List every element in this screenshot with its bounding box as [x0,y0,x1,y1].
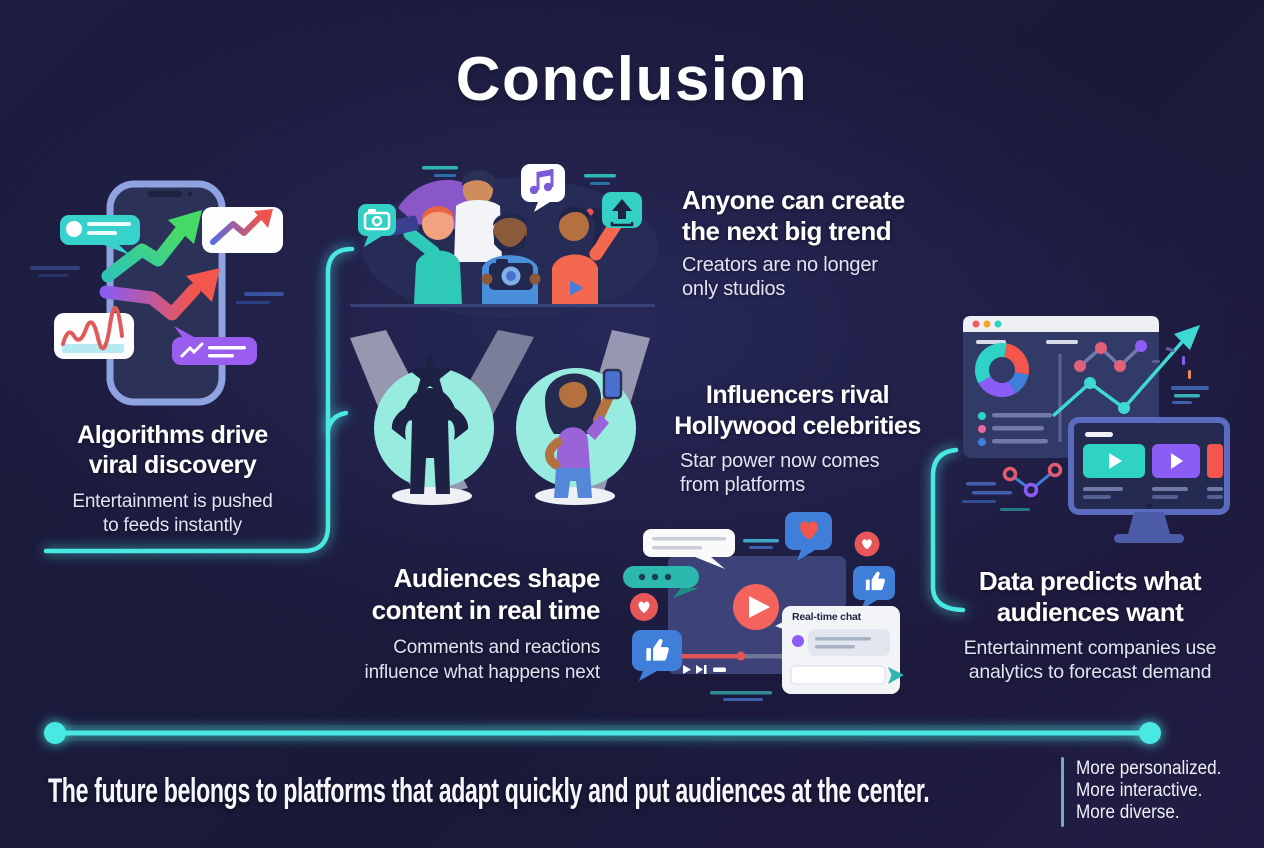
footer-bullet-1: More personalized. [1076,758,1222,779]
donut-chart [974,343,1029,397]
influencers-heading: Influencers rival Hollywood celebrities [674,381,921,440]
play-control-icon [683,665,691,674]
send-icon [888,667,904,684]
play-icon [749,596,770,618]
page-title: Conclusion [455,45,809,114]
section-algorithms: Algorithms drive viral discovery Enterta… [20,420,325,538]
section-influencers: Influencers rival Hollywood celebrities [650,380,945,442]
timeline-dot-right [1139,722,1161,744]
influencers-subtext: Star power now comes from platforms [680,450,880,496]
data-heading: Data predicts what audiences want [978,566,1202,627]
trend-arrow-chart [1051,325,1200,418]
play-icon [1109,453,1122,469]
wave-chart-card-icon [54,305,134,359]
progress-bar [679,654,741,659]
data-subtext: Entertainment companies use analytics to… [963,637,1217,683]
camera-device-icon [481,259,541,290]
realtime-chat-panel [775,606,904,694]
speed-line [972,491,1012,495]
trend-card-icon [202,207,283,253]
speed-line [743,539,779,543]
browser-dots-icon [972,320,1002,328]
video-player-illustration: Real-time chat [615,508,927,712]
chat-input [790,665,886,685]
phone-trends-illustration [30,180,284,406]
footer-bullets: More personalized. More interactive. Mor… [1076,758,1221,824]
speed-line [749,546,773,549]
chart-legend [978,412,1052,446]
speed-line [236,301,270,304]
algorithms-heading: Algorithms drive viral discovery [77,421,268,479]
monitor-video-screen [1068,417,1230,543]
heart-reaction-icon [630,593,658,621]
purple-bubble-icon [172,326,257,365]
speed-line [710,691,772,695]
speed-line [1000,508,1030,511]
audiences-subtext: Comments and reactions influence what ha… [364,637,601,683]
next-control-icon [696,665,703,674]
speed-line [1172,401,1192,404]
realtime-chat-label: Real-time chat [792,611,861,623]
section-audiences: Audiences shape content in real time Com… [320,562,601,685]
music-note-bubble-icon [521,164,565,212]
speed-line [30,266,80,270]
right-connector-line [930,447,966,613]
heart-reaction-small-icon [854,531,880,557]
speed-line [584,174,616,178]
person-waving [552,206,627,304]
analytics-dashboard-illustration [962,316,1230,543]
speed-line [723,698,763,701]
play-icon [1171,453,1183,469]
footer-bullet-3: More diverse. [1076,802,1180,823]
footer-statement: The future belongs to platforms that ada… [48,772,930,810]
person-phone [389,206,462,304]
section-creators: Anyone can create the next big trend Cre… [682,185,962,301]
speed-line [434,174,456,177]
speed-line [1171,386,1209,390]
speed-line [962,500,996,503]
thumbs-up-bubble-icon [632,630,682,681]
monitor-stand [1128,512,1170,534]
timeline-dot-left [44,722,66,744]
camera-bubble-icon [358,204,396,247]
star-celebrity-silhouette [391,352,469,494]
audiences-heading: Audiences shape content in real time [371,563,601,625]
selfie-influencer [545,368,623,498]
influencers-spotlight-illustration [350,330,650,505]
speed-line [1174,394,1200,398]
avatar-dot [792,635,804,647]
typing-bubble-icon [623,566,699,598]
section-data: Data predicts what audiences want Entert… [950,566,1230,684]
speed-line [244,292,284,296]
speed-line [422,166,458,170]
growth-arrow-green-icon [101,210,202,283]
trend-arrow-icon [1174,325,1200,350]
volume-control-icon [713,667,726,672]
speed-line [966,482,996,486]
selfie-phone-icon [602,368,623,400]
creators-group-illustration [350,164,658,318]
video-thumbnail-coral [1207,444,1223,478]
person-camera [481,213,541,304]
comment-bubble-icon [643,529,735,569]
left-connector-line [43,246,355,554]
speed-line [38,274,68,277]
thumbs-up-bubble-right-icon [853,566,895,610]
footer-divider [1061,757,1064,827]
left-connector-branch [325,410,349,434]
chat-bubble-icon [60,215,140,255]
mini-dot-chart [1002,462,1063,498]
scatter-marks [1152,347,1191,379]
creators-subtext: Creators are no longer only studios [682,254,878,300]
speed-line [590,182,610,185]
algorithms-subtext: Entertainment is pushed to feeds instant… [72,491,273,536]
growth-arrow-red-icon [99,268,220,321]
footer-bullet-2: More interactive. [1076,780,1203,801]
upload-bubble-icon [602,192,642,228]
creators-heading: Anyone can create the next big trend [682,185,905,246]
line-chart [1058,340,1147,442]
heart-bubble-icon [785,512,832,561]
person-white-shirt [454,169,502,262]
